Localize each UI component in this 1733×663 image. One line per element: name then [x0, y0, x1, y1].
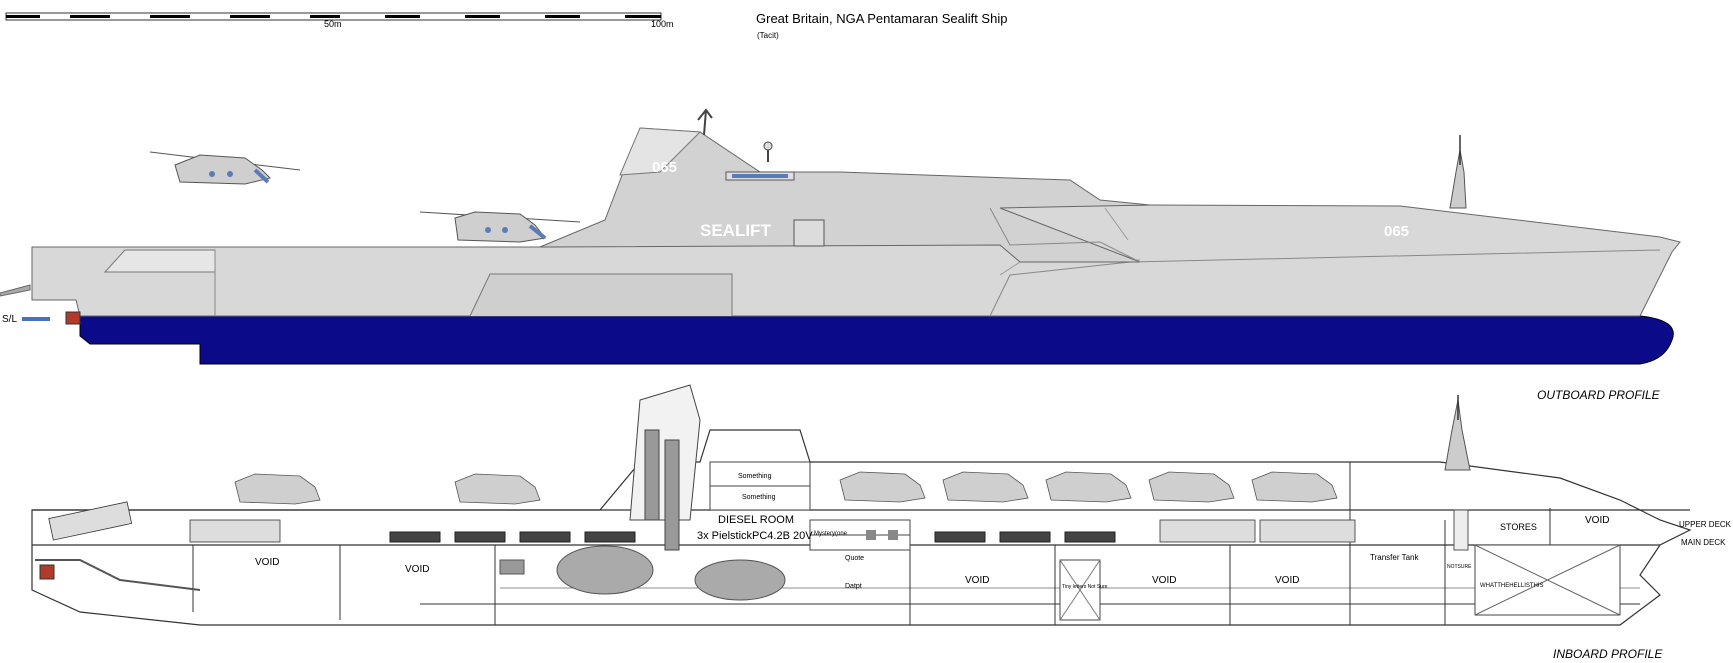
helicopter-parked — [419, 211, 581, 243]
label-stores: STORES — [1500, 522, 1537, 532]
outboard-profile-caption: OUTBOARD PROFILE — [1537, 388, 1660, 402]
label-quote: Quote — [845, 555, 864, 562]
hull-number-fwd: 065 — [652, 159, 677, 176]
label-mystery: Mystery(one — [814, 531, 848, 537]
label-diesel-room: DIESEL ROOM — [718, 514, 794, 526]
label-transfer-tank: Transfer Tank — [1370, 553, 1419, 562]
label-void-7: VOID — [1585, 515, 1609, 526]
label-upper-deck: UPPER DECK — [1679, 520, 1732, 529]
scale-end-label: 100m — [651, 19, 674, 29]
label-datpt: Datpt — [845, 583, 862, 590]
label-whattheheck: WHATTHEHELLISTHIS — [1480, 583, 1544, 589]
label-something-1: Something — [738, 473, 772, 480]
tanks-row — [389, 531, 1116, 543]
author-credit: (Tacit) — [757, 31, 779, 40]
label-diesel-engines: 3x PielstickPC4.2B 20V — [697, 530, 813, 542]
label-void-3: VOID — [965, 575, 989, 586]
label-void-2: VOID — [405, 564, 429, 575]
hangar-helicopters — [234, 471, 1338, 505]
outboard-profile: 065 065 SEALIFT S/L — [0, 108, 1681, 365]
inboard-profile: Something Something DIESEL ROOM 3x Piels… — [31, 384, 1732, 626]
hull-number-aft: 065 — [1384, 223, 1409, 240]
scale-mid-label: 50m — [324, 19, 342, 29]
scale-bar — [5, 12, 662, 21]
label-main-deck: MAIN DECK — [1681, 538, 1726, 547]
helicopter-airborne — [149, 151, 301, 185]
ship-name-marking: SEALIFT — [700, 221, 771, 240]
label-void-1: VOID — [255, 557, 279, 568]
hull-waterline — [79, 315, 1674, 365]
label-void-5: VOID — [1275, 575, 1299, 586]
label-notsure: NOTSURE — [1447, 564, 1472, 570]
page-title: Great Britain, NGA Pentamaran Sealift Sh… — [756, 11, 1008, 26]
vehicles-upper-deck — [48, 501, 1356, 543]
label-something-2: Something — [742, 494, 776, 501]
superstructure — [539, 127, 1151, 263]
label-tiny-note: Tiny letters Not Sure — [1062, 584, 1108, 590]
label-void-4: VOID — [1152, 575, 1176, 586]
stern-label: S/L — [2, 314, 17, 325]
inboard-profile-caption: INBOARD PROFILE — [1553, 647, 1663, 661]
